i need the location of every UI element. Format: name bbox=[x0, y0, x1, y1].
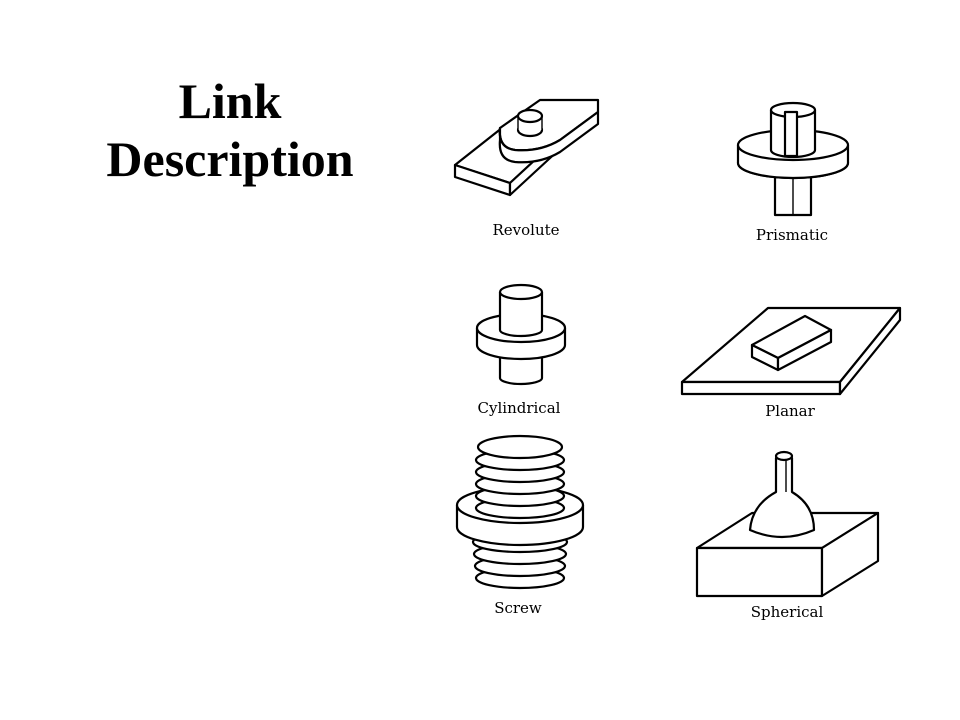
cylindrical-label: Cylindrical bbox=[478, 399, 561, 417]
planar-label: Planar bbox=[765, 402, 815, 420]
planar-joint-drawing bbox=[680, 306, 902, 396]
title-line-2: Description bbox=[106, 131, 354, 187]
cylindrical-joint-drawing bbox=[475, 283, 567, 386]
prismatic-label: Prismatic bbox=[756, 226, 828, 244]
screw-joint-drawing bbox=[455, 434, 585, 590]
spherical-label: Spherical bbox=[751, 603, 824, 621]
spherical-joint-drawing bbox=[695, 450, 880, 598]
slide-title: Link Description bbox=[60, 72, 400, 188]
screw-label: Screw bbox=[494, 599, 542, 617]
prismatic-joint-drawing bbox=[736, 101, 850, 217]
revolute-label: Revolute bbox=[492, 221, 559, 239]
revolute-joint-drawing bbox=[453, 98, 600, 197]
title-line-1: Link bbox=[178, 73, 282, 129]
